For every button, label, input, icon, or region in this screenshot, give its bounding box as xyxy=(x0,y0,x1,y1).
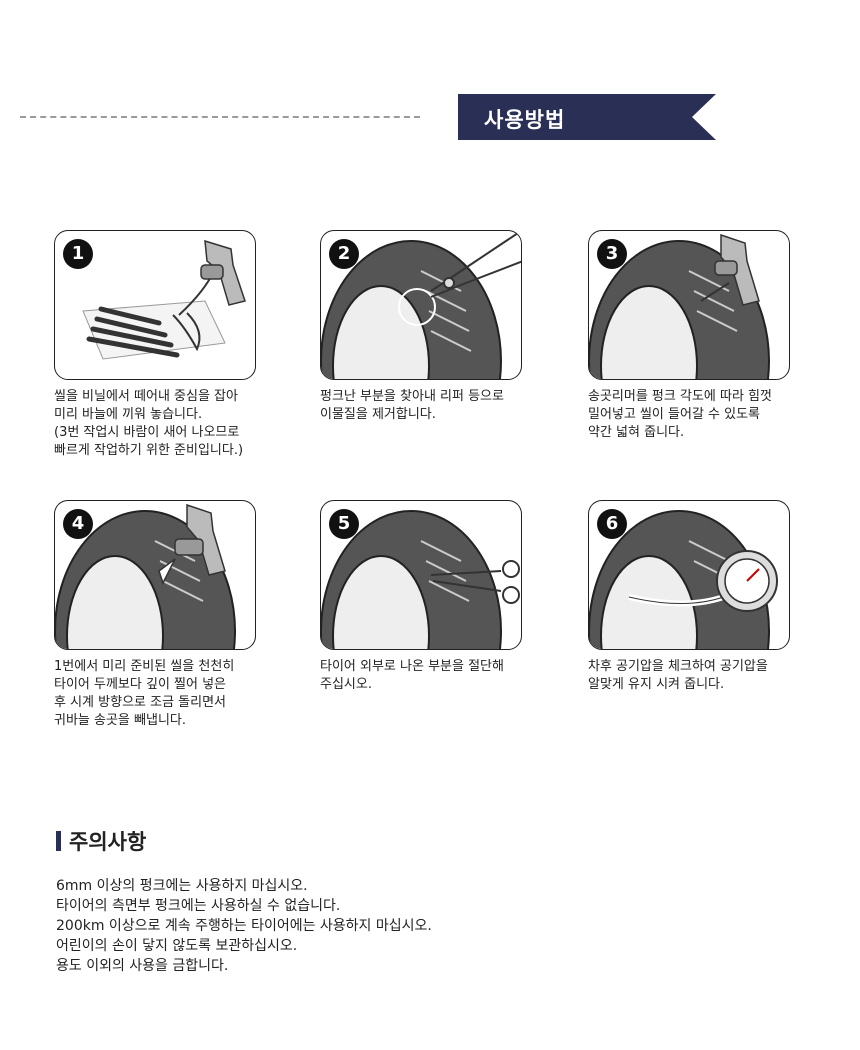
pressure-gauge-icon xyxy=(716,550,778,612)
step-3: 3 송곳리머를 펑크 각도에 따라 힘껏 밀어넣고 씰이 들어갈 수 있도록 약… xyxy=(588,230,790,442)
step-1-description: 씰을 비닐에서 떼어내 중심을 잡아 미리 바늘에 끼워 놓습니다. (3번 작… xyxy=(54,389,244,458)
scissors-icon xyxy=(430,560,520,604)
caution-heading: 주의사항 xyxy=(56,826,146,856)
step-6: 6 차후 공기압을 체크하여 공기압을 알맞게 유지 시켜 줍니다. xyxy=(588,500,790,694)
step-number-badge: 4 xyxy=(63,509,93,539)
tire-icon xyxy=(589,510,778,649)
step-2-illustration: 2 xyxy=(320,230,522,380)
caution-title: 주의사항 xyxy=(69,830,147,854)
step-number-badge: 5 xyxy=(329,509,359,539)
header-divider xyxy=(20,116,420,118)
step-5: 5 타이어 외부로 나온 부분을 절단해 주십시오. xyxy=(320,500,522,694)
tire-icon xyxy=(589,233,770,379)
step-4-illustration: 4 xyxy=(54,500,256,650)
heading-bar xyxy=(56,831,61,851)
step-number-badge: 6 xyxy=(597,509,627,539)
plier-icon xyxy=(430,231,521,298)
tire-icon xyxy=(321,510,520,649)
page-title: 사용방법 xyxy=(484,108,566,132)
step-3-illustration: 3 xyxy=(588,230,790,380)
plug-strip-icon xyxy=(82,239,246,360)
step-1-illustration: 1 xyxy=(54,230,256,380)
step-2-description: 펑크난 부분을 찾아내 리퍼 등으로 이물질을 제거합니다. xyxy=(320,389,504,422)
section-title-banner: 사용방법 xyxy=(458,94,716,140)
tire-icon xyxy=(55,503,236,649)
reamer-tool-icon xyxy=(174,503,226,576)
step-6-description: 차후 공기압을 체크하여 공기압을 알맞게 유지 시켜 줍니다. xyxy=(588,659,768,692)
step-5-illustration: 5 xyxy=(320,500,522,650)
step-1: 1 씰을 비닐에서 떼어내 중심을 잡아 미리 바늘에 끼워 놓습니다. (3번… xyxy=(54,230,256,460)
banner-ribbon xyxy=(458,94,716,140)
step-4-description: 1번에서 미리 준비된 씰을 천천히 타이어 두께보다 깊이 찔어 넣은 후 시… xyxy=(54,659,235,728)
step-2: 2 펑크난 부분을 찾아내 리퍼 등으로 이물질을 제거합니다. xyxy=(320,230,522,424)
step-number-badge: 3 xyxy=(597,239,627,269)
caution-item: 용도 이외의 사용을 금합니다. xyxy=(56,958,229,974)
reamer-tool-icon xyxy=(700,233,760,306)
caution-item: 6mm 이상의 펑크에는 사용하지 마십시오. xyxy=(56,878,308,894)
reamer-tool-icon xyxy=(200,239,246,306)
step-number-badge: 1 xyxy=(63,239,93,269)
caution-list: 6mm 이상의 펑크에는 사용하지 마십시오. 타이어의 측면부 펑크에는 사용… xyxy=(56,876,432,976)
caution-item: 어린이의 손이 닿지 않도록 보관하십시오. xyxy=(56,938,298,954)
tire-icon xyxy=(321,231,521,379)
step-4: 4 1번에서 미리 준비된 씰을 천천히 타이어 두께보다 깊이 찔어 넣은 후… xyxy=(54,500,256,730)
step-5-description: 타이어 외부로 나온 부분을 절단해 주십시오. xyxy=(320,659,504,692)
step-6-illustration: 6 xyxy=(588,500,790,650)
step-number-badge: 2 xyxy=(329,239,359,269)
caution-item: 타이어의 측면부 펑크에는 사용하실 수 없습니다. xyxy=(56,898,341,914)
caution-item: 200km 이상으로 계속 주행하는 타이어에는 사용하지 마십시오. xyxy=(56,918,432,934)
step-3-description: 송곳리머를 펑크 각도에 따라 힘껏 밀어넣고 씰이 들어갈 수 있도록 약간 … xyxy=(588,389,772,440)
